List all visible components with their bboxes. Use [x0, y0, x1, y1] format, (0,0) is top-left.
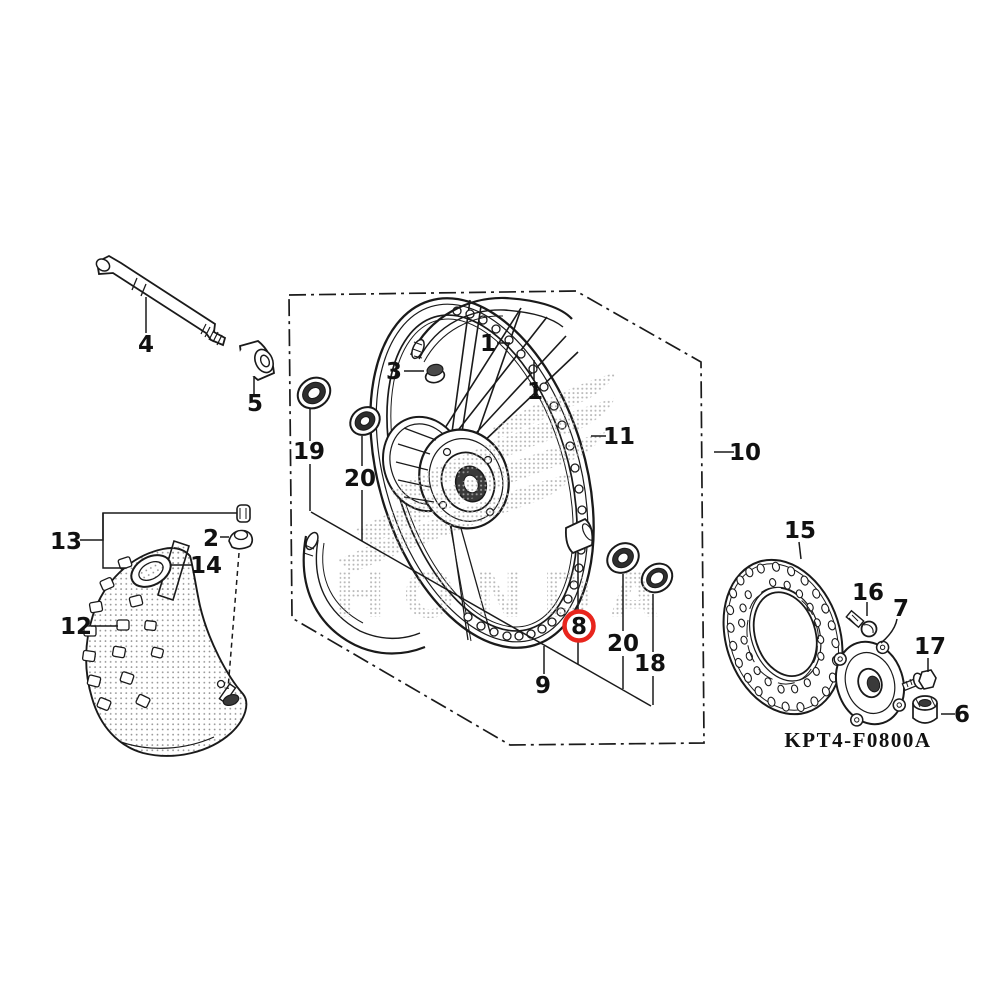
honda-watermark-text: HONDA [334, 559, 675, 632]
label-valve-cap: 2 [203, 526, 219, 552]
leader-lines [80, 297, 955, 715]
assembly-boundary-outline [288, 290, 705, 746]
seal-right-drawing [640, 562, 674, 594]
label-right-collar: 6 [954, 702, 970, 728]
label-tube-stub: 14 [190, 553, 222, 579]
rim-band-bottom-drawing [302, 531, 426, 655]
valve-stem-drawing [216, 679, 240, 707]
label-rim-band: 9 [535, 673, 551, 699]
disc-cover-drawing [833, 640, 906, 727]
label-axle: 4 [138, 332, 154, 358]
rim-band-top-drawing [410, 296, 573, 363]
tire-drawing [81, 539, 248, 757]
label-spoke-b: 1 [527, 379, 543, 405]
right-collar-drawing [912, 695, 938, 724]
valve-cap-drawing [228, 529, 254, 550]
valve-core-drawing [236, 504, 251, 523]
spoke-nipple-drawing [424, 363, 446, 384]
cover-bolt-drawing [901, 669, 937, 692]
label-disc-bolt: 16 [852, 580, 884, 606]
brake-disc-drawing [722, 558, 844, 716]
label-wheel-assembly: 10 [729, 440, 761, 466]
disc-bolt-drawing [845, 609, 878, 638]
label-bearing-right: 20 [607, 631, 639, 657]
label-tube-set: 13 [50, 529, 82, 555]
bearing-left-drawing [349, 406, 381, 436]
label-rim: 11 [603, 424, 635, 450]
label-brake-disc: 15 [784, 518, 816, 544]
honda-watermark: HONDA [334, 372, 675, 632]
label-side-collar: 5 [247, 391, 263, 417]
label-center-collar: 8 [571, 614, 587, 640]
label-seal-right: 18 [634, 651, 666, 677]
diagram-code: KPT4-F0800A [784, 728, 931, 752]
bearing-right-drawing [606, 542, 640, 574]
axle-drawing [95, 254, 227, 347]
label-spoke-nipple: 3 [386, 359, 402, 385]
side-collar-drawing [238, 340, 275, 382]
label-spoke-a: 1 [480, 331, 496, 357]
label-bearing-left: 20 [344, 466, 376, 492]
label-seal-left: 19 [293, 439, 325, 465]
highlighted-part-marker [562, 609, 596, 643]
label-tire: 12 [60, 614, 92, 640]
seal-left-drawing [296, 376, 332, 410]
part-number-labels: 4 5 3 1 1 11 10 19 20 13 2 14 12 9 8 20 … [50, 331, 970, 728]
label-cover-bolt: 17 [914, 634, 946, 660]
label-disc-cover: 7 [893, 596, 909, 622]
center-collar-drawing [564, 517, 595, 555]
